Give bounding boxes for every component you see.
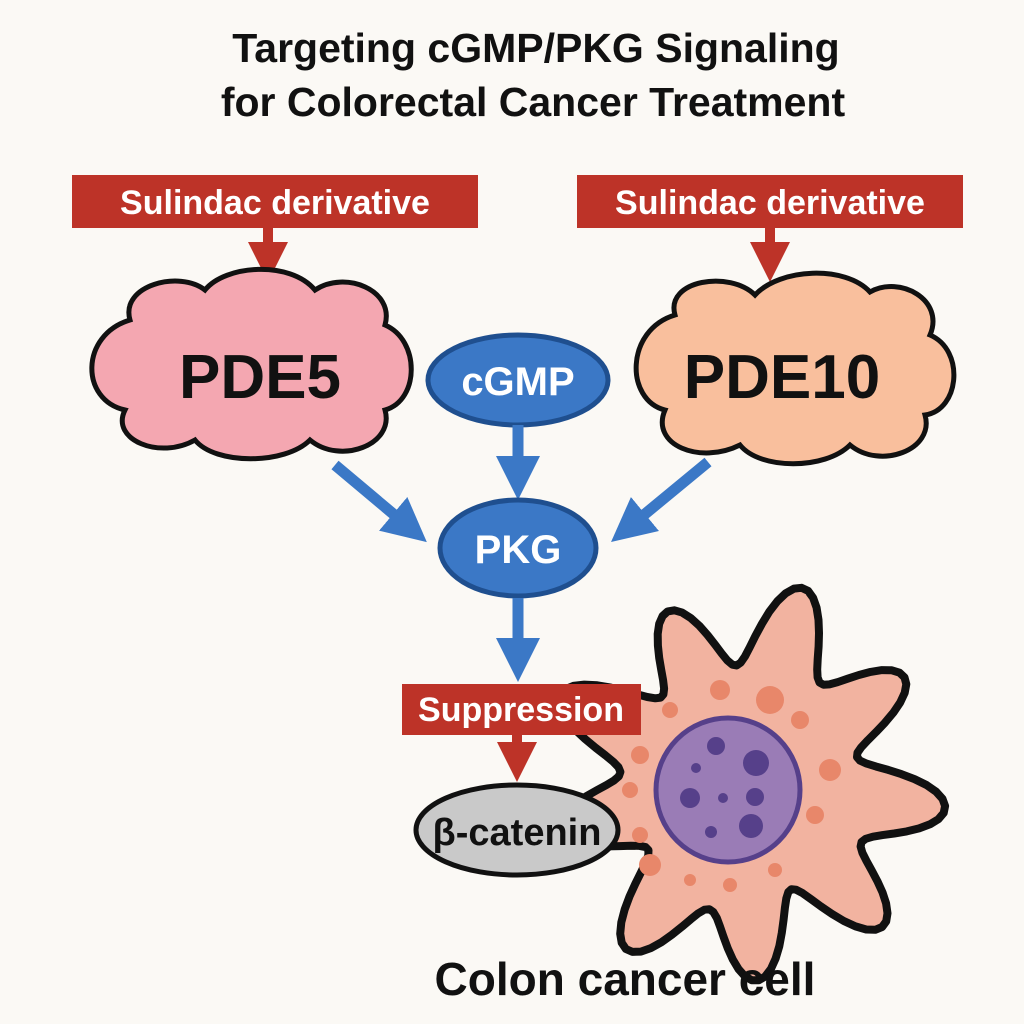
drug-label-right: Sulindac derivative bbox=[615, 184, 925, 222]
granule bbox=[631, 746, 649, 764]
title-line-1: Targeting cGMP/PKG Signaling bbox=[232, 25, 839, 71]
chromatin-dot bbox=[718, 793, 728, 803]
pde10-label: PDE10 bbox=[684, 343, 880, 412]
nucleus-chromatin bbox=[680, 737, 769, 838]
nucleus bbox=[653, 715, 803, 865]
granule bbox=[791, 711, 809, 729]
arrow-pde5-to-pkg bbox=[331, 460, 427, 543]
pkg-label: PKG bbox=[475, 528, 562, 572]
title-line-2: for Colorectal Cancer Treatment bbox=[221, 79, 846, 125]
granule bbox=[756, 686, 784, 714]
pde5-cloud bbox=[89, 266, 414, 462]
drug-box-right bbox=[577, 175, 963, 228]
pde5-label: PDE5 bbox=[179, 343, 341, 412]
beta-catenin-label: β-catenin bbox=[433, 812, 602, 854]
granule bbox=[632, 827, 648, 843]
beta-catenin-node bbox=[413, 782, 621, 878]
granule bbox=[684, 874, 696, 886]
granule bbox=[662, 702, 678, 718]
drug-box-left bbox=[72, 175, 478, 228]
chromatin-dot bbox=[739, 814, 763, 838]
granule bbox=[710, 680, 730, 700]
chromatin-dot bbox=[746, 788, 764, 806]
drug-label-left: Sulindac derivative bbox=[120, 184, 430, 222]
cgmp-label: cGMP bbox=[461, 360, 574, 404]
chromatin-dot bbox=[705, 826, 717, 838]
granule bbox=[639, 854, 661, 876]
suppression-box bbox=[402, 684, 641, 735]
granule bbox=[806, 806, 824, 824]
cell-granules bbox=[622, 680, 841, 892]
chromatin-dot bbox=[691, 763, 701, 773]
pkg-node bbox=[437, 497, 599, 599]
chromatin-dot bbox=[743, 750, 769, 776]
chromatin-dot bbox=[707, 737, 725, 755]
granule bbox=[622, 782, 638, 798]
granule bbox=[819, 759, 841, 781]
suppression-label: Suppression bbox=[418, 691, 624, 729]
chromatin-dot bbox=[680, 788, 700, 808]
cell-label: Colon cancer cell bbox=[435, 953, 816, 1005]
granule bbox=[768, 863, 782, 877]
pde10-cloud bbox=[633, 270, 957, 467]
colon-cancer-cell bbox=[554, 583, 950, 985]
arrow-pde10-to-pkg bbox=[611, 457, 712, 543]
granule bbox=[723, 878, 737, 892]
